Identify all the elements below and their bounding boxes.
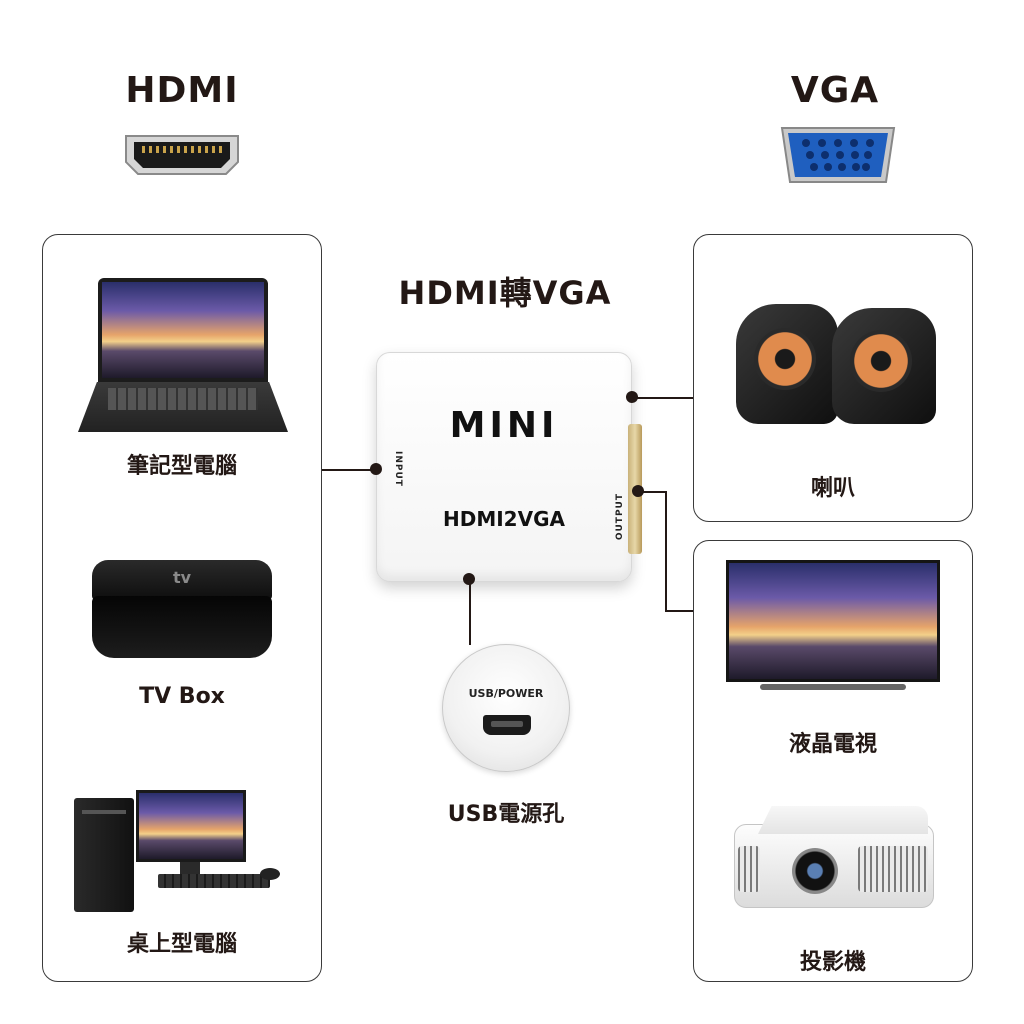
input-connector-dot bbox=[370, 463, 382, 475]
vga-output-wire-h2 bbox=[665, 610, 694, 612]
mini-usb-port-icon bbox=[483, 715, 531, 735]
usb-power-caption: USB電源孔 bbox=[447, 802, 565, 827]
laptop-illustration bbox=[78, 278, 288, 434]
projector-illustration bbox=[734, 806, 940, 916]
audio-wire bbox=[632, 397, 694, 399]
usb-power-port-closeup: USB/POWER bbox=[442, 644, 570, 772]
usb-wire bbox=[469, 579, 471, 645]
hdmi-to-vga-converter: MINI HDMI2VGA INPUT OUTPUT bbox=[376, 352, 632, 582]
tv-box-label: TV Box bbox=[139, 684, 225, 709]
tv-box-illustration: tv bbox=[92, 560, 272, 660]
vga-output-wire-h1 bbox=[638, 491, 666, 493]
converter-title: HDMI轉VGA bbox=[398, 274, 612, 312]
desktop-pc-illustration bbox=[74, 790, 290, 914]
desktop-pc-label: 桌上型電腦 bbox=[126, 932, 237, 957]
vga-heading: VGA bbox=[790, 70, 880, 111]
lcd-tv-illustration bbox=[726, 560, 940, 698]
input-port-label: INPUT bbox=[393, 451, 403, 487]
vga-output-wire-v bbox=[665, 491, 667, 611]
mini-logo: MINI bbox=[449, 405, 559, 446]
tv-logo: tv bbox=[172, 568, 192, 587]
vga-connector-icon bbox=[780, 127, 896, 183]
lcd-tv-label: 液晶電視 bbox=[788, 732, 877, 757]
output-port-label: OUTPUT bbox=[615, 493, 625, 541]
laptop-label: 筆記型電腦 bbox=[126, 454, 237, 479]
projector-label: 投影機 bbox=[799, 950, 866, 975]
speakers-label: 喇叭 bbox=[810, 476, 855, 501]
hdmi-connector-icon bbox=[125, 135, 239, 175]
usb-power-text: USB/POWER bbox=[468, 687, 544, 700]
hdmi-heading: HDMI bbox=[125, 70, 239, 111]
model-label: HDMI2VGA bbox=[443, 507, 565, 531]
input-wire bbox=[322, 469, 376, 471]
speakers-illustration bbox=[736, 300, 942, 424]
